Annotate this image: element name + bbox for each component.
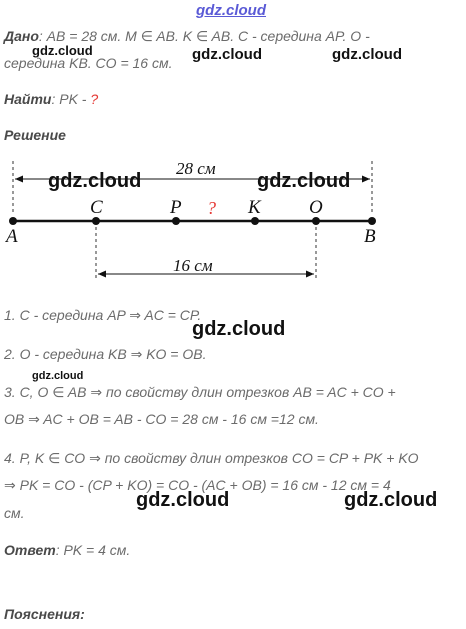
top-arrow-left [15, 175, 23, 183]
segment-diagram: 28 см A C P K O B ? 16 см [4, 159, 376, 279]
answer-line: Ответ: PK = 4 см. [4, 542, 130, 558]
label-a: A [4, 226, 18, 247]
point-c [92, 217, 100, 225]
unknown-mark: ? [207, 198, 216, 218]
step-3-line-2: OB ⇒ AC + OB = AB - CO = 28 см - 16 см =… [4, 411, 319, 427]
watermark: gdz.cloud [192, 318, 286, 340]
find-unknown: ? [90, 91, 99, 107]
find-label: Найти [4, 91, 52, 107]
bottom-arrow-right [306, 270, 314, 278]
answer-text: : PK = 4 см. [55, 542, 131, 558]
bottom-arrow-left [98, 270, 106, 278]
watermark: gdz.cloud [136, 489, 230, 511]
label-o: O [309, 197, 323, 218]
label-b: B [364, 226, 376, 247]
point-o [312, 217, 320, 225]
label-p: P [169, 197, 182, 218]
watermark: gdz.cloud [192, 46, 262, 63]
step-3-line-1: 3. C, O ∈ AB ⇒ по свойству длин отрезков… [4, 384, 396, 400]
step-4-line-3: см. [4, 505, 25, 521]
point-a [9, 217, 17, 225]
point-p [172, 217, 180, 225]
label-c: C [90, 197, 103, 218]
explanations-label: Пояснения: [4, 606, 85, 622]
step-2: 2. O - середина KB ⇒ KO = OB. [4, 346, 207, 362]
given-line-2: середина KB. CO = 16 см. [4, 55, 173, 71]
find-line: Найти: PK - ? [4, 91, 98, 107]
given-label: Дано [4, 28, 39, 44]
find-text: : PK - [51, 91, 91, 107]
solution-label: Решение [4, 127, 66, 143]
watermark: gdz.cloud [32, 370, 84, 382]
given-line-1: Дано: AB = 28 см. M ∈ AB. K ∈ AB. C - се… [4, 28, 370, 45]
watermark: gdz.cloud [48, 170, 142, 192]
given-text-1: : AB = 28 см. M ∈ AB. K ∈ AB. C - середи… [38, 28, 370, 44]
step-4-line-2: ⇒ PK = CO - (CP + KO) = CO - (AC + OB) =… [4, 477, 391, 493]
answer-label: Ответ [4, 542, 56, 558]
point-b [368, 217, 376, 225]
watermark: gdz.cloud [32, 43, 93, 58]
watermark: gdz.cloud [344, 489, 438, 511]
top-length-label: 28 см [176, 159, 216, 178]
top-arrow-right [362, 175, 370, 183]
watermark-top: gdz.cloud [196, 2, 266, 19]
watermark: gdz.cloud [257, 170, 351, 192]
watermark: gdz.cloud [332, 46, 402, 63]
label-k: K [247, 197, 262, 218]
point-k [251, 217, 259, 225]
step-4-line-1: 4. P, K ∈ CO ⇒ по свойству длин отрезков… [4, 450, 419, 466]
bottom-length-label: 16 см [173, 256, 213, 275]
step-1: 1. C - середина AP ⇒ AC = CP. [4, 307, 202, 323]
